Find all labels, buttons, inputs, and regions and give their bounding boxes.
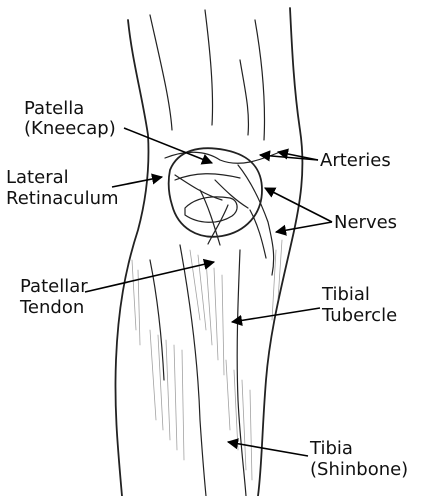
label-patella-line2: (Kneecap) xyxy=(24,118,116,139)
leader-lateral xyxy=(112,177,162,187)
shin-shading xyxy=(132,240,282,496)
leg-outline xyxy=(115,8,302,496)
label-tibia-line1: Tibia xyxy=(309,438,353,459)
leader-tibia xyxy=(228,442,308,456)
label-lateral-line1: Lateral xyxy=(6,167,69,188)
leader-nerves-2 xyxy=(276,222,332,232)
label-nerves: Nerves xyxy=(334,212,397,233)
label-patellar-line2: Tendon xyxy=(19,297,84,318)
label-patellar-line1: Patellar xyxy=(20,276,88,297)
label-lateral-line2: Retinaculum xyxy=(6,188,119,209)
leader-patellar-tendon xyxy=(85,262,214,292)
labels: Patella (Kneecap) Arteries Lateral Retin… xyxy=(6,98,408,480)
leader-patella xyxy=(124,128,212,163)
leader-nerves-1 xyxy=(265,188,332,222)
label-patella-line1: Patella xyxy=(24,98,84,119)
label-tibial-line2: Tubercle xyxy=(321,305,397,326)
label-tibial-line1: Tibial xyxy=(321,284,370,305)
label-tibia-line2: (Shinbone) xyxy=(310,459,408,480)
label-arteries: Arteries xyxy=(320,150,391,171)
